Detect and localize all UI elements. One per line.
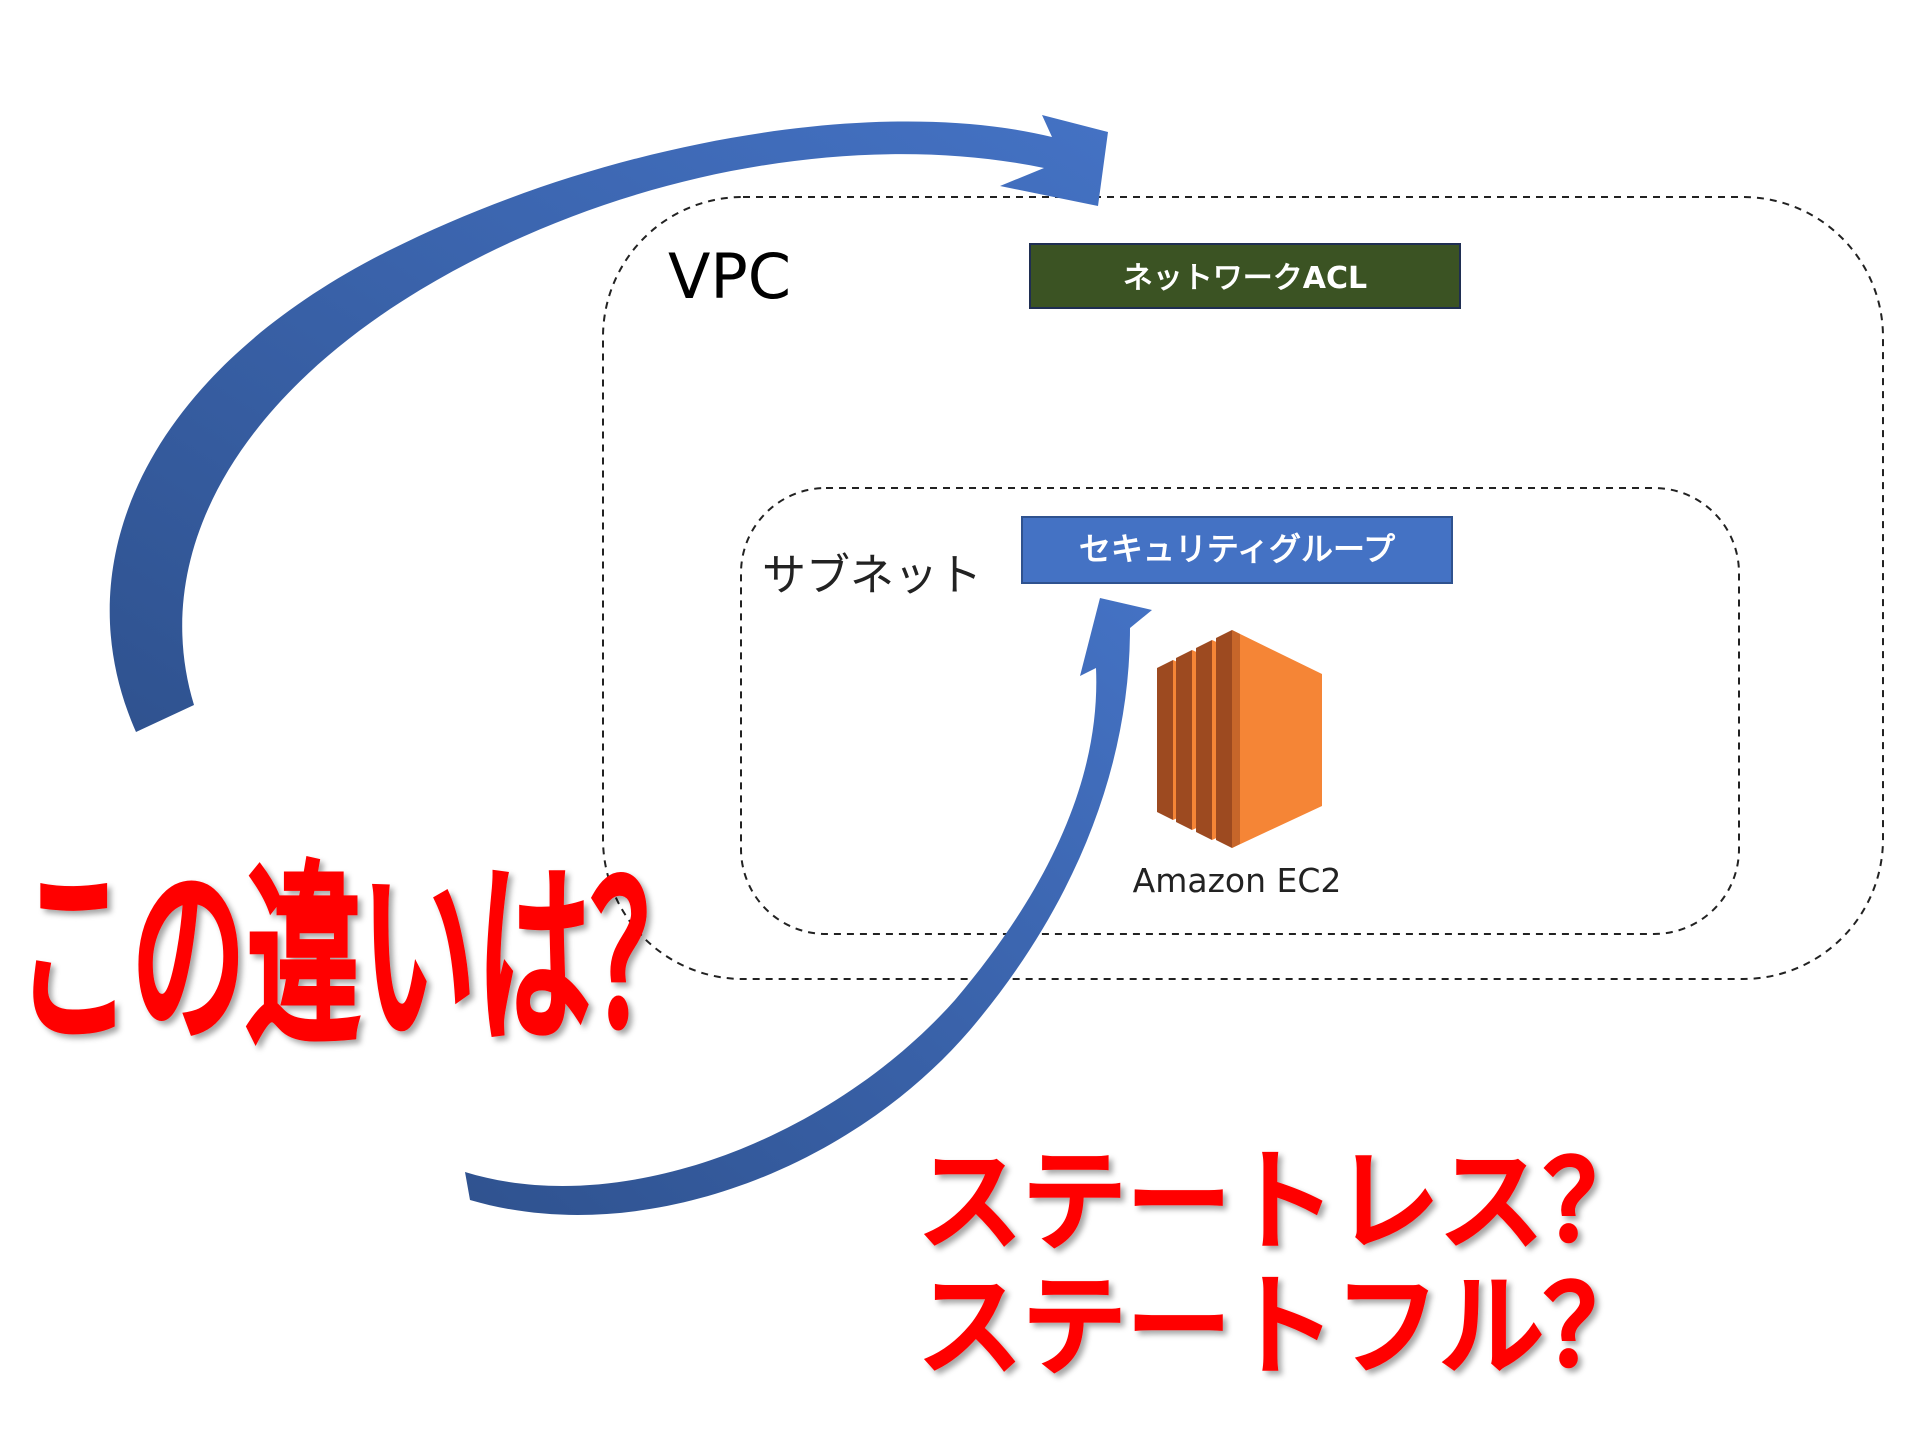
network-acl: ネットワークACL [1029, 243, 1461, 309]
vpc-container: VPC [602, 196, 1884, 980]
network-acl-label: ネットワークACL [1123, 261, 1367, 296]
subnet-boundary [740, 487, 1740, 935]
subnet-container: サブネット [740, 487, 1740, 935]
amazon-ec2-icon [1157, 630, 1322, 848]
vpc-label: VPC [668, 240, 791, 313]
network-acl-box [1029, 243, 1461, 309]
curved-arrow-to-acl [109, 115, 1108, 732]
security-group-label: セキュリティグループ [1079, 530, 1396, 568]
security-group: セキュリティグループ [1021, 516, 1453, 584]
ec2-label: Amazon EC2 [1133, 861, 1342, 900]
question-text: この違いは？ [16, 844, 706, 1071]
security-group-box [1021, 516, 1453, 584]
vpc-boundary [602, 196, 1884, 980]
subnet-label: サブネット [762, 550, 982, 601]
answer-line-stateful: ステートフル？ [918, 1263, 1648, 1391]
answer-line-stateless: ステートレス？ [918, 1138, 1648, 1266]
